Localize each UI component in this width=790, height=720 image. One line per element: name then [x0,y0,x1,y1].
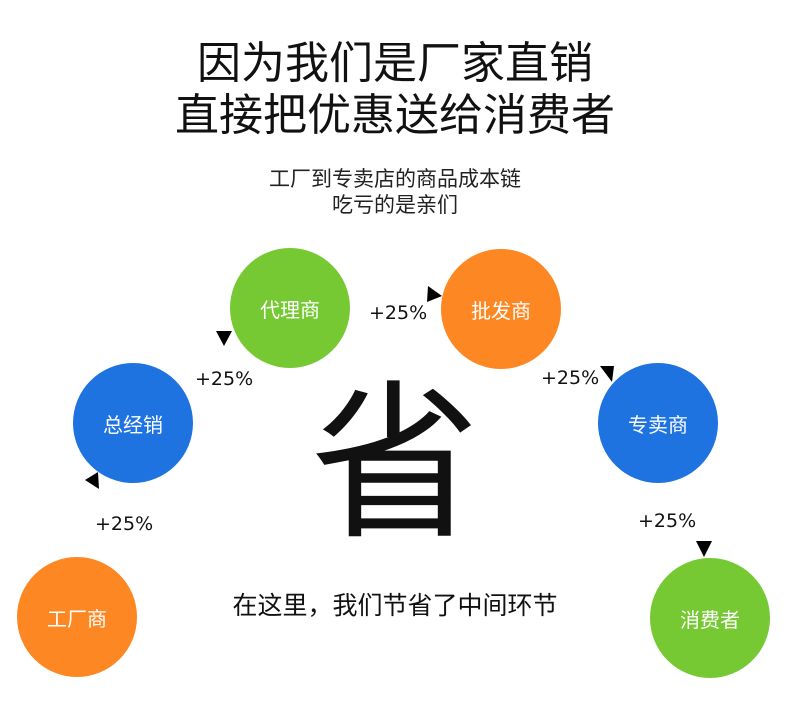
bottom-note: 在这里，我们节省了中间环节 [232,591,558,620]
arrow-icon [85,472,99,489]
node-consumer: 消费者 [650,558,770,678]
arrow-icon [216,331,232,346]
node-wholesaler: 批发商 [441,249,561,369]
node-agent: 代理商 [230,248,350,368]
headline-line-2: 直接把优惠送给消费者 [175,90,615,141]
subtitle-line-2: 吃亏的是亲们 [332,193,458,217]
arrow-icon [600,366,614,382]
center-character: 省 [309,366,480,564]
markup-label: +25% [541,367,600,389]
markup-label: +25% [638,510,697,532]
markup-label: +25% [369,302,428,324]
markup-label: +25% [95,513,154,535]
node-general-distributor: 总经销 [73,363,193,483]
arrow-icon [427,286,442,302]
headline-line-1: 因为我们是厂家直销 [197,38,593,89]
node-factory: 工厂商 [17,557,137,677]
arrow-icon [696,541,712,557]
subtitle-line-1: 工厂到专卖店的商品成本链 [269,167,521,191]
markup-label: +25% [195,368,254,390]
node-retailer: 专卖商 [598,363,718,483]
